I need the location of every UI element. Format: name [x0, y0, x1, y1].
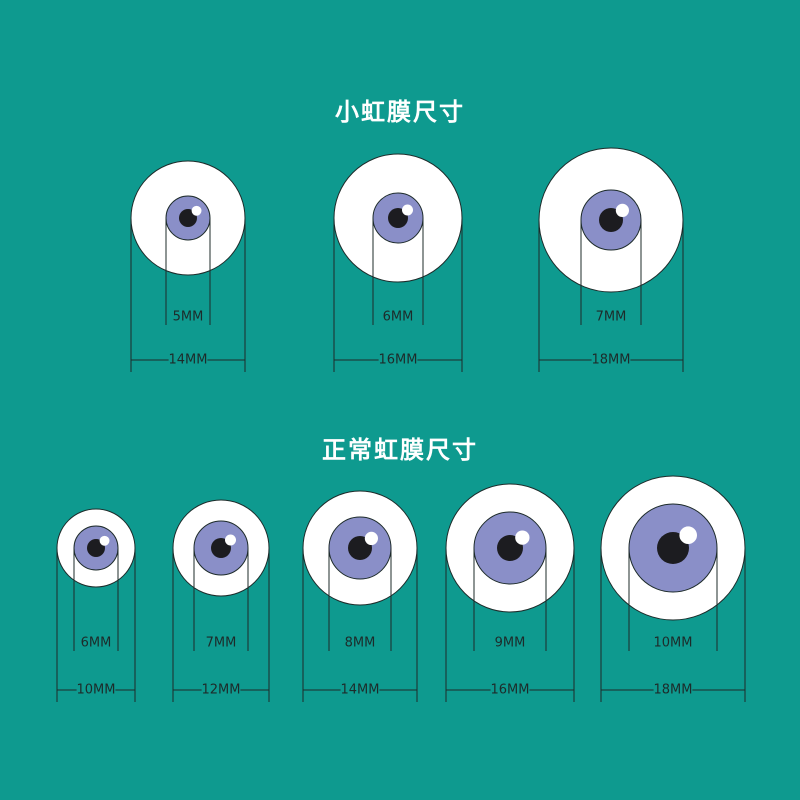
normal_iris-2-iris-size-label-bg — [344, 635, 376, 651]
small_iris-2-highlight — [615, 203, 630, 217]
normal_iris-4-highlight — [679, 526, 697, 544]
normal_iris-1-iris-size-label-bg — [205, 635, 237, 651]
normal_iris-2-eye-size-label: 14MM — [341, 683, 380, 698]
normal_iris-3-highlight — [515, 530, 530, 545]
normal_iris-2-eye-size-label-bg — [340, 682, 380, 698]
small_iris-1-eye-size-label-bg — [378, 352, 418, 368]
small_iris-2-iris-size-label: 7MM — [596, 310, 627, 325]
normal_iris-2-highlight — [364, 531, 378, 546]
normal_iris-4-iris-size-label-bg — [653, 635, 693, 651]
normal_iris-0-eye-size-label: 10MM — [77, 683, 116, 698]
normal_iris-0-iris-size-label-bg — [80, 635, 112, 651]
small_iris-0-iris-size-label: 5MM — [173, 310, 204, 325]
normal_iris-3-eye-size-label: 16MM — [491, 683, 530, 698]
normal_iris-0-highlight — [99, 535, 110, 546]
normal_iris-0-eye-size-label-bg — [76, 682, 116, 698]
small_iris-0-eye-size-label-bg — [168, 352, 208, 368]
small_iris-2-iris-size-label-bg — [595, 309, 627, 325]
normal_iris-4-iris-size-label: 10MM — [654, 636, 693, 651]
normal_iris-1-iris-size-label: 7MM — [206, 636, 237, 651]
normal_iris-3-iris-size-label: 9MM — [495, 636, 526, 651]
small_iris-0-highlight — [191, 205, 202, 216]
small_iris-2-eye-size-label: 18MM — [592, 353, 631, 368]
small_iris-2-eye-size-label-bg — [591, 352, 631, 368]
normal_iris-1-eye-size-label-bg — [201, 682, 241, 698]
normal_iris-2-iris-size-label: 8MM — [345, 636, 376, 651]
small_iris-1-iris-size-label: 6MM — [383, 310, 414, 325]
normal_iris-3-eye-size-label-bg — [490, 682, 530, 698]
normal_iris-4-eye-size-label: 18MM — [654, 683, 693, 698]
normal-iris-title: 正常虹膜尺寸 — [322, 436, 478, 464]
normal_iris-1-eye-size-label: 12MM — [202, 683, 241, 698]
normal_iris-1-highlight — [225, 534, 236, 546]
small_iris-1-eye-size-label: 16MM — [379, 353, 418, 368]
normal_iris-4-eye-size-label-bg — [653, 682, 693, 698]
small-iris-title: 小虹膜尺寸 — [335, 98, 465, 126]
normal_iris-0-iris-size-label: 6MM — [81, 636, 112, 651]
small_iris-0-iris-size-label-bg — [172, 309, 204, 325]
normal_iris-3-iris-size-label-bg — [494, 635, 526, 651]
small_iris-0-eye-size-label: 14MM — [169, 353, 208, 368]
small_iris-1-iris-size-label-bg — [382, 309, 414, 325]
small_iris-1-highlight — [402, 204, 413, 216]
